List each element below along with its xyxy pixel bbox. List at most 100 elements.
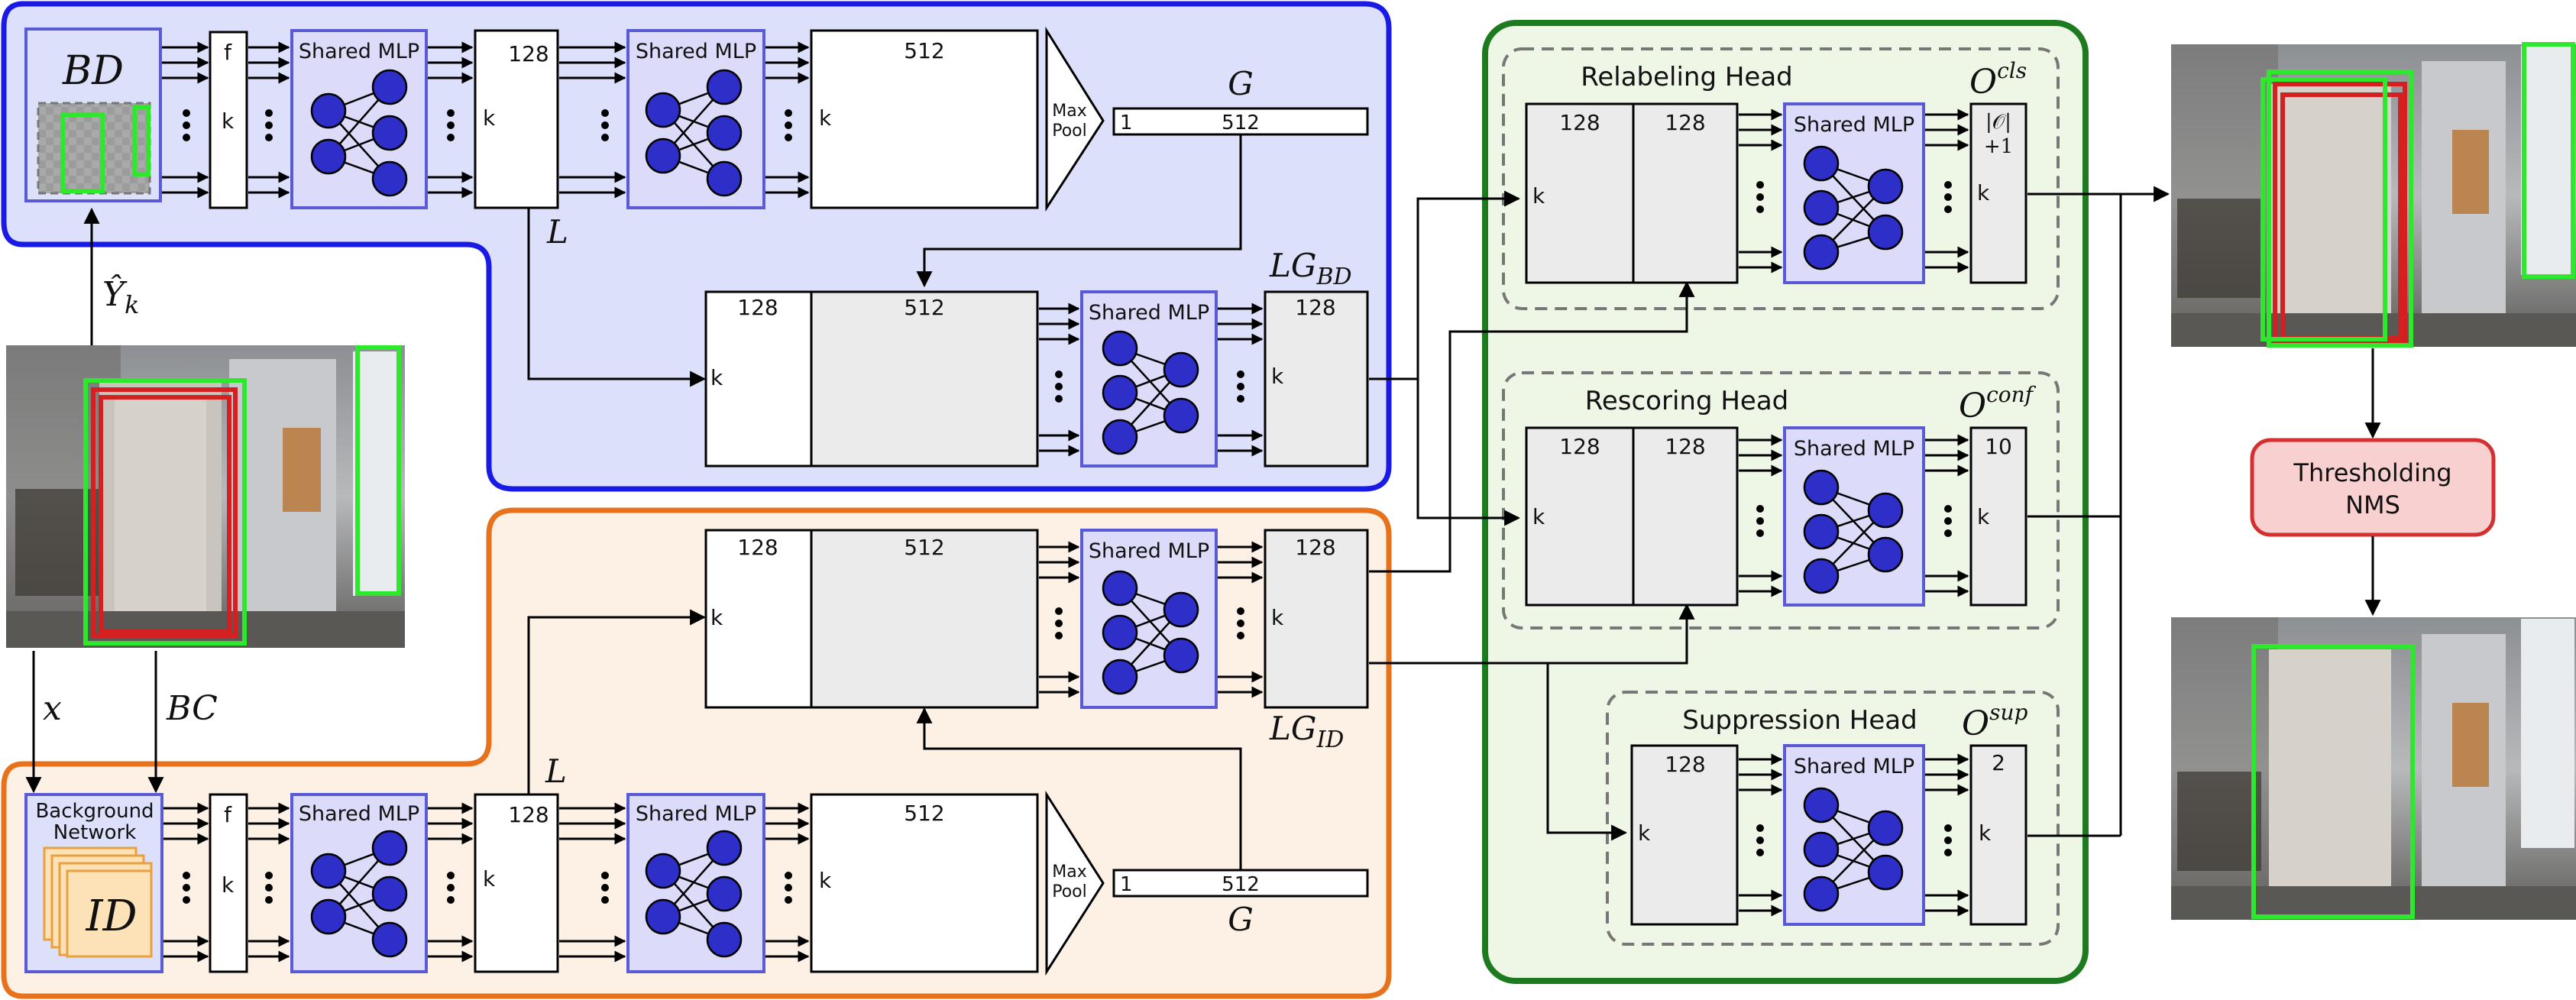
bd-feat1-dim: 128 bbox=[508, 41, 549, 66]
id-lg-out bbox=[1264, 529, 1369, 709]
bd-f-label: f bbox=[224, 40, 232, 65]
x-label: x bbox=[43, 689, 62, 728]
bd-global-dim: 512 bbox=[1222, 112, 1260, 134]
relabeling-in-arrows bbox=[1739, 108, 1783, 273]
bd-mlp2-label: Shared MLP bbox=[636, 40, 756, 63]
bd-feat2-box bbox=[810, 29, 1039, 209]
bd-fusion-mlp: Shared MLP bbox=[1080, 290, 1218, 468]
raw-output-boxes bbox=[2260, 42, 2575, 348]
id-mlp2-to-feat2-arrows bbox=[765, 802, 810, 963]
rescoring-in-right bbox=[1632, 426, 1739, 607]
bd-lg-out bbox=[1264, 290, 1369, 468]
bd-lg-symbol: LGBD bbox=[1269, 247, 1352, 290]
id-global-symbol: G bbox=[1228, 901, 1254, 938]
final-output-box bbox=[2251, 644, 2415, 919]
id-fusion-out-arrows bbox=[1218, 541, 1264, 698]
bd-dots-7 bbox=[1237, 371, 1244, 403]
bd-global-symbol: G bbox=[1228, 65, 1254, 102]
id-feat1-dim: 128 bbox=[508, 802, 549, 827]
bd-feat1-to-mlp2-arrows bbox=[559, 41, 626, 199]
relabeling-out-line1: |𝒪| bbox=[1985, 111, 2011, 134]
suppression-in bbox=[1630, 744, 1739, 926]
input-detection-boxes bbox=[83, 345, 401, 646]
id-dots-3 bbox=[447, 872, 455, 904]
relabeling-title: Relabeling Head bbox=[1581, 62, 1793, 92]
bd-local-symbol: L bbox=[546, 213, 568, 251]
bc-label: BC bbox=[166, 689, 218, 728]
id-dots-2 bbox=[265, 872, 273, 904]
bd-label: BD bbox=[62, 48, 124, 94]
id-concat-to-mlp-arrows bbox=[1039, 541, 1080, 698]
bd-dots-2 bbox=[265, 109, 273, 141]
bd-skip-connections bbox=[527, 134, 1242, 387]
relabeling-out-k: k bbox=[1977, 180, 1990, 206]
id-concat-left bbox=[704, 529, 813, 709]
rescoring-out-k: k bbox=[1977, 504, 1990, 529]
id-label: ID bbox=[85, 892, 137, 941]
rescoring-in-left bbox=[1525, 426, 1635, 607]
suppression-out bbox=[1969, 744, 2027, 926]
bd-mlp2-to-feat2-arrows bbox=[765, 41, 810, 199]
id-maxpool-line1: Max bbox=[1052, 862, 1086, 882]
bd-feat2-dim: 512 bbox=[904, 38, 944, 63]
bd-concat-right bbox=[810, 290, 1039, 468]
bd-dots-5 bbox=[785, 109, 792, 141]
input-image bbox=[6, 345, 405, 648]
id-f-k: k bbox=[222, 872, 235, 898]
bd-dots-6 bbox=[1055, 371, 1063, 403]
bd-concat-left-dim: 128 bbox=[737, 295, 778, 320]
suppression-out-dim: 2 bbox=[1992, 750, 2005, 775]
id-lg-out-k: k bbox=[1271, 605, 1284, 630]
id-lg-symbol: LGID bbox=[1269, 710, 1344, 753]
final-output-image bbox=[2171, 617, 2576, 920]
id-shared-mlp-1: Shared MLP bbox=[290, 793, 428, 973]
bd-checker-patch bbox=[37, 102, 151, 195]
bd-mask-box-2 bbox=[132, 105, 150, 176]
id-feat2-dim: 512 bbox=[904, 801, 944, 826]
bd-dots-3 bbox=[447, 109, 455, 141]
bd-global-vector bbox=[1112, 107, 1369, 136]
id-mlp2-label: Shared MLP bbox=[636, 802, 756, 826]
suppression-in-dim: 128 bbox=[1665, 752, 1705, 777]
id-skip-connections bbox=[527, 609, 1242, 870]
suppression-mlp-label: Shared MLP bbox=[1794, 755, 1914, 778]
id-mlp1-to-feat1-arrows bbox=[428, 802, 474, 963]
rescoring-dots-2 bbox=[1944, 505, 1952, 537]
relabeling-mlp: Shared MLP bbox=[1783, 102, 1925, 284]
id-local-symbol: L bbox=[545, 752, 567, 790]
id-input-line1: Background bbox=[35, 800, 154, 823]
id-concat-right-dim: 512 bbox=[904, 535, 944, 560]
bd-concat-to-mlp-arrows bbox=[1039, 303, 1080, 457]
raw-output-image bbox=[2171, 44, 2576, 347]
bd-lg-out-k: k bbox=[1271, 364, 1284, 389]
id-to-f-arrows bbox=[163, 802, 209, 963]
bd-to-f-arrows bbox=[162, 41, 209, 199]
bd-lg-out-dim: 128 bbox=[1295, 295, 1335, 320]
bd-f-to-mlp1-arrows bbox=[248, 41, 290, 199]
relabeling-dots-2 bbox=[1944, 181, 1952, 213]
suppression-out-arrows bbox=[1925, 753, 1969, 917]
bd-global-one: 1 bbox=[1120, 112, 1133, 134]
id-feat1-box bbox=[474, 793, 559, 973]
id-global-dim: 512 bbox=[1222, 873, 1260, 896]
input-arrows bbox=[25, 207, 164, 794]
id-maxpool bbox=[1045, 790, 1105, 976]
id-feat1-k: k bbox=[483, 866, 496, 892]
relabeling-out-line2: +1 bbox=[1984, 135, 2013, 158]
suppression-title: Suppression Head bbox=[1682, 705, 1917, 736]
bd-maxpool bbox=[1045, 26, 1105, 212]
nms-line2: NMS bbox=[2345, 490, 2400, 519]
id-dots-4 bbox=[601, 872, 609, 904]
id-concat-left-dim: 128 bbox=[737, 535, 778, 560]
relabeling-out-arrows bbox=[1925, 108, 1969, 273]
lg-to-heads-connections bbox=[1369, 190, 1695, 841]
rescoring-in-right-dim: 128 bbox=[1665, 434, 1705, 459]
relabeling-in-k: k bbox=[1532, 183, 1545, 209]
bd-mlp1-to-feat1-arrows bbox=[428, 41, 474, 199]
id-fusion-mlp-label: Shared MLP bbox=[1089, 539, 1209, 563]
id-mlp1-label: Shared MLP bbox=[299, 802, 419, 826]
id-f-label: f bbox=[224, 802, 232, 827]
id-global-one: 1 bbox=[1120, 873, 1133, 896]
suppression-dots-2 bbox=[1944, 824, 1952, 856]
rescoring-title: Rescoring Head bbox=[1585, 386, 1789, 416]
